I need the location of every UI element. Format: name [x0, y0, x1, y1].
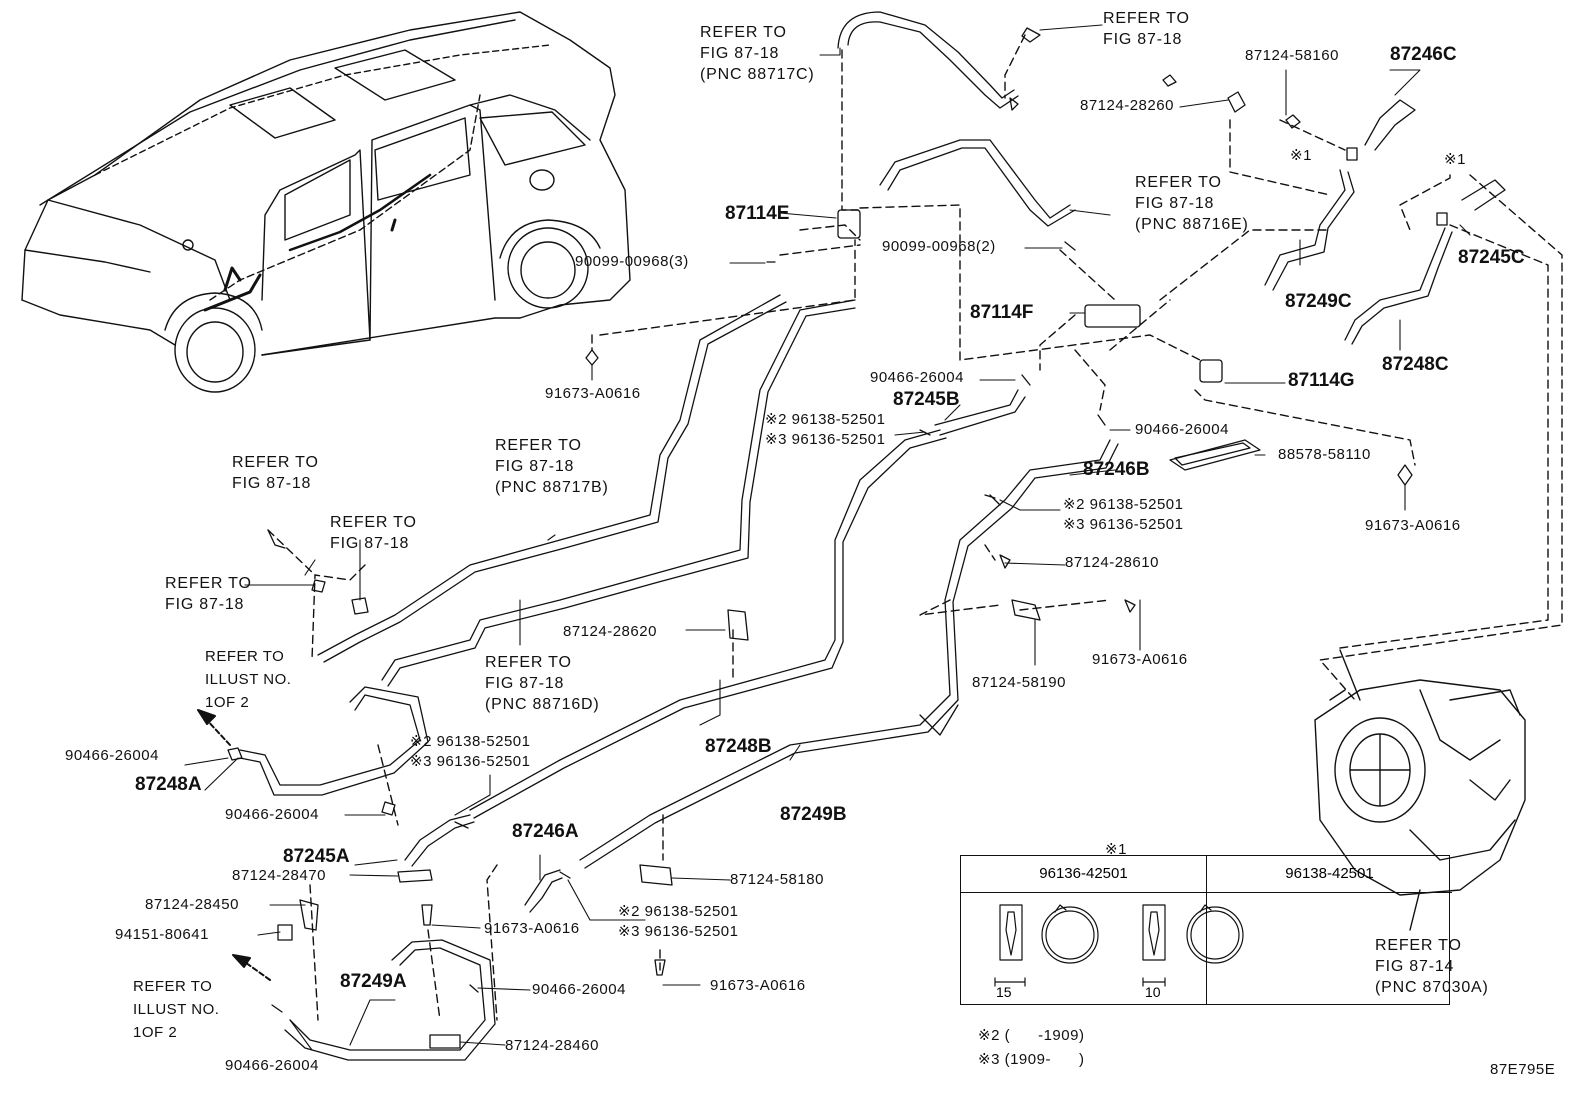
footnote-2: ※2 ( -1909)	[978, 1027, 1085, 1044]
part-label-87246c: 87246C	[1390, 44, 1457, 65]
refer-label-88716d: REFER TO FIG 87-18 (PNC 88716D)	[485, 654, 600, 713]
part-label-9613x-mid-a: ※2 96138-52501 ※3 96136-52501	[765, 411, 886, 448]
refer-label-88716e: REFER TO FIG 87-18 (PNC 88716E)	[1135, 174, 1249, 233]
part-label-90466-bottom: 90466-26004	[532, 981, 626, 998]
part-label-87245b: 87245B	[893, 389, 960, 410]
part-label-90099-3: 90099-00968(3)	[575, 253, 689, 270]
refer-illust-lower: REFER TO ILLUST NO. 1OF 2	[133, 978, 220, 1041]
part-label-90099-2: 90099-00968(2)	[882, 238, 996, 255]
vehicle-illustration	[21, 11, 631, 393]
part-label-87245a: 87245A	[283, 846, 350, 867]
part-label-88578: 88578-58110	[1278, 446, 1371, 463]
part-label-91673-right: 91673-A0616	[1365, 517, 1461, 534]
pipes	[239, 11, 1506, 1061]
part-label-87124-28260: 87124-28260	[1080, 97, 1174, 114]
blower-unit-illustration	[1314, 649, 1526, 931]
part-label-87124-28470: 87124-28470	[232, 867, 326, 884]
part-label-87124-28620: 87124-28620	[563, 623, 657, 640]
part-label-87248a: 87248A	[135, 774, 202, 795]
part-label-87245c: 87245C	[1458, 247, 1525, 268]
figure-code: 87E795E	[1490, 1061, 1556, 1078]
part-label-87124-58180: 87124-58180	[730, 871, 824, 888]
refer-label-top-right: REFER TO FIG 87-18	[1103, 10, 1190, 48]
part-label-87114e: 87114E	[725, 203, 790, 224]
part-label-94151: 94151-80641	[115, 926, 209, 943]
part-label-90466-right: 90466-26004	[1135, 421, 1229, 438]
part-label-87249a: 87249A	[340, 971, 407, 992]
direction-arrows	[197, 709, 271, 981]
refer-label-left-b: REFER TO FIG 87-18	[330, 514, 417, 552]
part-label-87124-58190: 87124-58190	[972, 674, 1066, 691]
part-label-87124-28460: 87124-28460	[505, 1037, 599, 1054]
clip-table-col2-header: 96138-42501	[1206, 856, 1452, 893]
note-1-b: ※1	[1444, 151, 1466, 168]
part-label-91673-bottom2: 91673-A0616	[710, 977, 806, 994]
footnote-3: ※3 (1909- )	[978, 1051, 1085, 1068]
part-label-87248c: 87248C	[1382, 354, 1449, 375]
part-label-90466-bottom2: 90466-26004	[225, 1057, 319, 1074]
part-label-91673-bottom: 91673-A0616	[484, 920, 580, 937]
part-label-87246b: 87246B	[1083, 459, 1150, 480]
refer-label-88717c: REFER TO FIG 87-18 (PNC 88717C)	[700, 24, 815, 83]
clip-table-divider	[1206, 892, 1207, 1004]
part-label-87124-58160: 87124-58160	[1245, 47, 1339, 64]
part-label-87114g: 87114G	[1288, 370, 1355, 391]
part-label-87124-28610: 87124-28610	[1065, 554, 1159, 571]
part-label-87124-28450: 87124-28450	[145, 896, 239, 913]
part-label-90466-mid: 90466-26004	[870, 369, 964, 386]
part-label-91673-mid: 91673-A0616	[1092, 651, 1188, 668]
small-parts	[227, 27, 1448, 1049]
clip-table-note: ※1	[1105, 841, 1127, 858]
part-label-87248b: 87248B	[705, 736, 772, 757]
part-label-90466-left: 90466-26004	[65, 747, 159, 764]
part-label-90466-left2: 90466-26004	[225, 806, 319, 823]
clip-drawings	[994, 904, 1244, 987]
part-label-9613x-bottom: ※2 96138-52501 ※3 96136-52501	[618, 903, 739, 940]
clip-spec-table: 96136-42501 96138-42501 15 10	[960, 855, 1452, 1005]
part-label-91673-top: 91673-A0616	[545, 385, 641, 402]
note-1-a: ※1	[1290, 147, 1312, 164]
clip-dim-15: 15	[996, 984, 1012, 1000]
part-label-9613x-mid-b: ※2 96138-52501 ※3 96136-52501	[1063, 496, 1184, 533]
refer-label-88717b: REFER TO FIG 87-18 (PNC 88717B)	[495, 437, 609, 496]
label-leaders	[184, 24, 1471, 1051]
part-label-87114f: 87114F	[970, 302, 1034, 323]
part-label-9613x-left: ※2 96138-52501 ※3 96136-52501	[410, 733, 531, 770]
clip-table-col1-header: 96136-42501	[961, 856, 1206, 893]
refer-label-left-a: REFER TO FIG 87-18	[232, 454, 319, 492]
clip-dim-10: 10	[1145, 984, 1161, 1000]
part-label-87249b: 87249B	[780, 804, 847, 825]
part-label-87246a: 87246A	[512, 821, 579, 842]
part-label-87249c: 87249C	[1285, 291, 1352, 312]
refer-illust-upper: REFER TO ILLUST NO. 1OF 2	[205, 648, 292, 711]
refer-label-left-c: REFER TO FIG 87-18	[165, 575, 252, 613]
